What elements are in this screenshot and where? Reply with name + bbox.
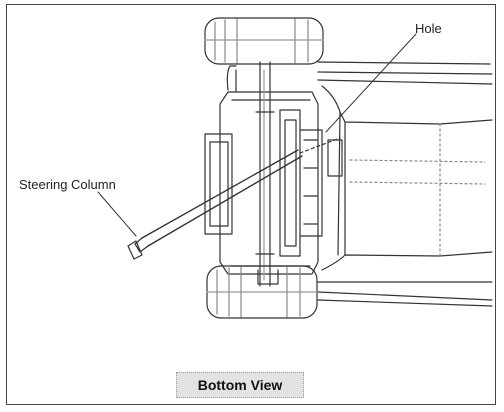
- hole-indicator: [299, 137, 341, 154]
- steering-column-callout-label: Steering Column: [19, 177, 116, 192]
- steering-column-rod: [127, 149, 303, 260]
- hole-leader-line: [325, 33, 417, 133]
- hole-callout-label: Hole: [415, 21, 442, 36]
- steering-column-leader-line: [97, 191, 137, 237]
- diagram-frame: [6, 4, 496, 405]
- chassis-frame: [317, 61, 493, 307]
- top-tire: [204, 17, 324, 65]
- bottom-tire: [206, 265, 318, 319]
- front-suspension: [204, 65, 343, 275]
- diagram-caption: Bottom View: [176, 372, 304, 398]
